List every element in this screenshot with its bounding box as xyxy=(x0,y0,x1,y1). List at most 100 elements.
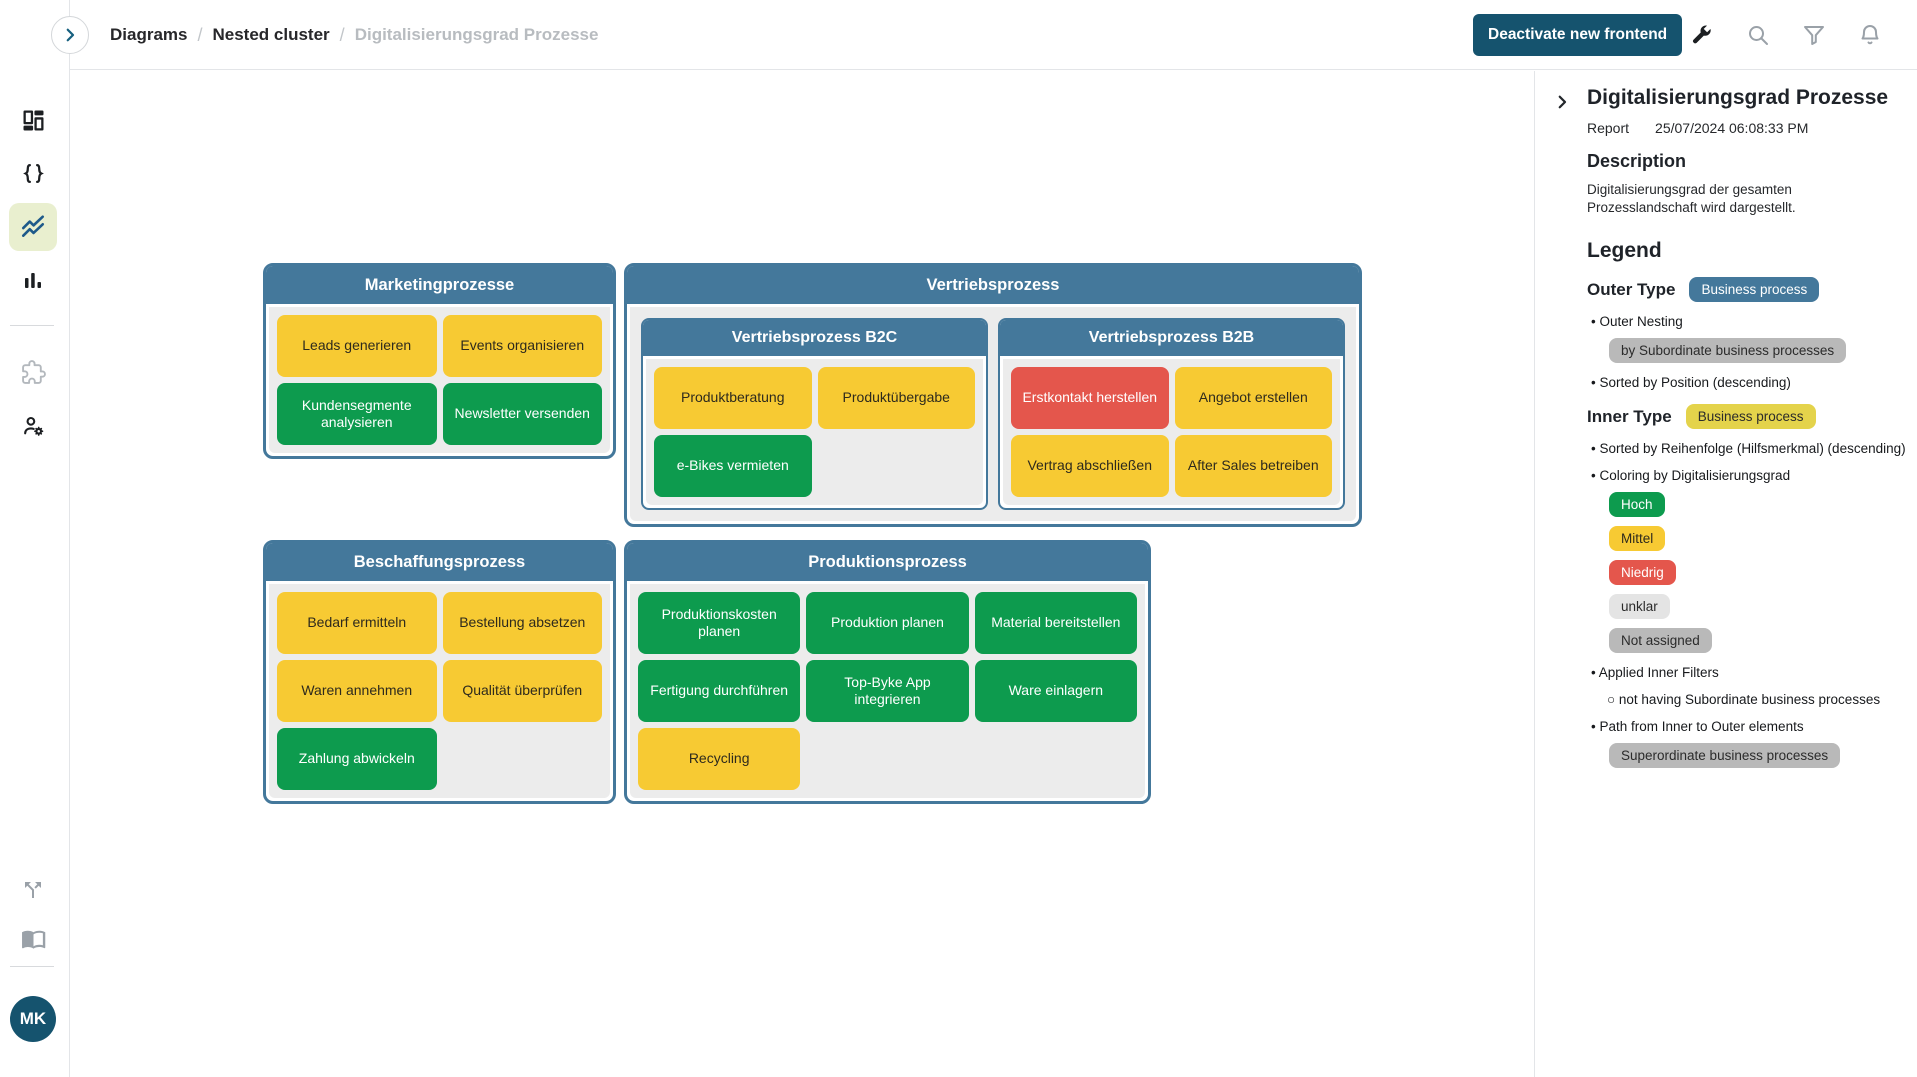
process-node[interactable]: Produktberatung xyxy=(654,367,812,429)
process-node[interactable]: Newsletter versenden xyxy=(442,383,602,445)
collapse-panel-button[interactable] xyxy=(1547,87,1577,117)
legend-badge-line: unklar xyxy=(1609,594,1907,619)
dashboard-icon[interactable] xyxy=(9,96,57,144)
puzzle-icon[interactable] xyxy=(9,348,57,396)
cluster-title[interactable]: Vertriebsprozess B2B xyxy=(1000,320,1343,356)
deactivate-frontend-button[interactable]: Deactivate new frontend xyxy=(1473,14,1683,56)
cluster-title[interactable]: Produktionsprozess xyxy=(627,543,1148,581)
cluster-title[interactable]: Vertriebsprozess xyxy=(627,266,1359,304)
legend-badge-line: Niedrig xyxy=(1609,560,1907,585)
legend-bullet: • Path from Inner to Outer elements xyxy=(1591,719,1804,734)
process-node[interactable]: Erstkontakt herstellen xyxy=(1011,367,1169,429)
process-node[interactable]: Waren annehmen xyxy=(277,660,437,722)
legend-bullet: • Applied Inner Filters xyxy=(1591,665,1719,680)
cluster-title[interactable]: Vertriebsprozess B2C xyxy=(643,320,986,356)
legend-badge: Superordinate business processes xyxy=(1609,743,1841,768)
legend-sub-bullet: ○ not having Subordinate business proces… xyxy=(1607,692,1881,707)
process-node[interactable]: Events organisieren xyxy=(442,315,602,377)
process-node[interactable]: Produktionskosten planen xyxy=(638,592,801,654)
search-icon[interactable] xyxy=(1745,22,1771,48)
process-node[interactable]: Qualität überprüfen xyxy=(442,660,602,722)
collapse-sidebar-button[interactable] xyxy=(51,16,89,54)
report-label: Report xyxy=(1587,120,1630,136)
sidebar-divider xyxy=(10,966,54,967)
process-node[interactable]: Material bereitstellen xyxy=(974,592,1137,654)
chevron-right-icon xyxy=(66,28,75,42)
top-bar: Diagrams / Nested cluster / Digitalisierungs… xyxy=(0,0,1917,70)
legend-bullet: • Sorted by Position (descending) xyxy=(1591,375,1791,390)
bar-chart-icon[interactable] xyxy=(9,256,57,304)
process-node[interactable]: After Sales betreiben xyxy=(1174,435,1332,497)
sidebar-nav: MK xyxy=(0,0,70,1077)
report-timestamp: 25/07/2024 06:08:33 PM xyxy=(1655,120,1809,136)
process-node[interactable]: Fertigung durchführen xyxy=(638,660,801,722)
breadcrumb-item: Digitalisierungsgrad Prozesse xyxy=(354,25,599,44)
process-node[interactable]: Ware einlagern xyxy=(974,660,1137,722)
legend-badge: Niedrig xyxy=(1609,560,1676,585)
cluster-title[interactable]: Beschaffungsprozess xyxy=(266,543,613,581)
breadcrumb: Diagrams / Nested cluster / Digitalisierungs… xyxy=(110,0,598,70)
legend-badge-line: Superordinate business processes xyxy=(1609,743,1907,768)
process-node[interactable]: Vertrag abschließen xyxy=(1011,435,1169,497)
process-node[interactable]: Angebot erstellen xyxy=(1174,367,1332,429)
description-text: Digitalisierungsgrad der gesamten Prozes… xyxy=(1587,182,1796,215)
branch-icon[interactable] xyxy=(9,866,57,914)
legend-badge-line: Mittel xyxy=(1609,526,1907,551)
process-node[interactable]: Zahlung abwickeln xyxy=(277,728,437,790)
legend-badge: Mittel xyxy=(1609,526,1666,551)
inner-type-label: Inner Type xyxy=(1587,406,1672,426)
breadcrumb-item[interactable]: Nested cluster xyxy=(212,25,330,44)
process-node[interactable]: Bestellung absetzen xyxy=(442,592,602,654)
chevron-right-icon xyxy=(1558,95,1567,109)
process-node[interactable]: Recycling xyxy=(638,728,801,790)
breadcrumb-separator: / xyxy=(197,24,203,45)
page-title: Digitalisierungsgrad Prozesse xyxy=(1587,86,1889,109)
legend-badge-line: by Subordinate business processes xyxy=(1609,338,1907,363)
outer-type-label: Outer Type xyxy=(1587,279,1676,299)
process-node[interactable]: Kundensegmente analysieren xyxy=(277,383,437,445)
bell-icon[interactable] xyxy=(1857,22,1883,48)
cluster-title[interactable]: Marketingprozesse xyxy=(266,266,613,304)
braces-icon[interactable] xyxy=(9,149,57,197)
diagram-icon[interactable] xyxy=(9,203,57,251)
description-heading: Description xyxy=(1587,151,1687,171)
filter-icon[interactable] xyxy=(1801,22,1827,48)
process-node[interactable]: Leads generieren xyxy=(277,315,437,377)
legend-badge: by Subordinate business processes xyxy=(1609,338,1847,363)
legend-bullet: • Sorted by Reihenfolge (Hilfsmerkmal) (… xyxy=(1591,441,1906,456)
legend-badge-line: Not assigned xyxy=(1609,628,1907,653)
process-node[interactable]: e-Bikes vermieten xyxy=(654,435,812,497)
process-node[interactable]: Bedarf ermitteln xyxy=(277,592,437,654)
wrench-icon[interactable] xyxy=(1688,22,1714,48)
legend-bullet: • Outer Nesting xyxy=(1591,314,1683,329)
sidebar-divider xyxy=(10,325,54,326)
user-settings-icon[interactable] xyxy=(9,401,57,449)
details-panel: Digitalisierungsgrad Prozesse Report 25/… xyxy=(1534,71,1917,1077)
legend-badge: Not assigned xyxy=(1609,628,1712,653)
process-node[interactable]: Produktübergabe xyxy=(817,367,975,429)
inner-legend-list: • Sorted by Reihenfolge (Hilfsmerkmal) (… xyxy=(1587,441,1907,768)
legend-heading: Legend xyxy=(1587,239,1662,262)
legend-badge: unklar xyxy=(1609,594,1670,619)
process-node[interactable]: Top-Byke App integrieren xyxy=(806,660,969,722)
breadcrumb-item[interactable]: Diagrams xyxy=(110,25,188,44)
inner-type-badge: Business process xyxy=(1685,404,1816,429)
user-avatar[interactable]: MK xyxy=(10,996,56,1042)
breadcrumb-separator: / xyxy=(339,24,345,45)
book-icon[interactable] xyxy=(9,914,57,962)
process-node[interactable]: Produktion planen xyxy=(806,592,969,654)
